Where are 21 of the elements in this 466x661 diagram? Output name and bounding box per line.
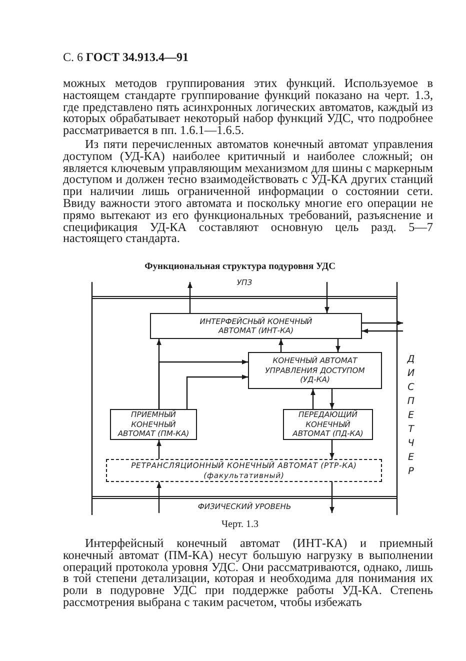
arrow	[188, 282, 192, 313]
diagram-title: Функциональная структура подуровня УДС	[144, 262, 336, 272]
arrow	[156, 482, 162, 513]
arrow	[330, 440, 334, 459]
paragraph: можных методов группирования этих функций. Используемое в настоящем стандарте группирование функций показано на черт. 1.3, где представлено пять асинхронных логических автоматов, каждый из которых обрабатывает некоторый набор функций УДС, что подробнее рассматривается в пп. 1.6.1—1.6.5.	[63, 78, 433, 137]
figure-caption: Черт. 1.3	[220, 519, 260, 530]
vertical-label: ДИСПЕТЧЕР	[403, 318, 419, 494]
arrow	[156, 440, 162, 459]
arrow	[330, 389, 334, 409]
page-header: С. 6 ГОСТ 34.913.4—91	[63, 50, 190, 65]
arrow	[158, 360, 248, 409]
arrow	[324, 282, 330, 313]
arrow	[278, 339, 284, 352]
paragraph: Из пяти перечисленных автоматов конечный автомат управления доступом (УД-КА) наиболее критичный и наиболее сложный; он является ключевым управляющим механизмом для шины с маркерным доступом и должен тесно взаимодействовать с УД-КА других станций при наличии лишь ограниченной информации о состоянии сети. Ввиду важности этого автомата и поскольку многие его операции не прямо вытекают из его функциональных требований, разъяснение и спецификация УД-КА составляют основную цель разд. 5—7 настоящего стандарта.	[63, 139, 433, 246]
arrow	[310, 389, 316, 409]
arrow	[336, 339, 340, 352]
arrow	[362, 328, 403, 334]
arrow	[362, 320, 403, 326]
arrow	[186, 374, 248, 409]
paragraph: Интерфейсный конечный автомат (ИНТ-КА) и приемный конечный автомат (ПМ-КА) несут большую нагрузку в выполнении операций протокола уровня УДС. Они рассматриваются, однако, лишь в той степени детализации, которая и необходима для понимания их роли в подуровне УДС при поддержке работы УД-КА. Степень рассмотрения выбрана с таким расчетом, чтобы избежать	[63, 538, 433, 609]
arrow	[330, 482, 334, 513]
